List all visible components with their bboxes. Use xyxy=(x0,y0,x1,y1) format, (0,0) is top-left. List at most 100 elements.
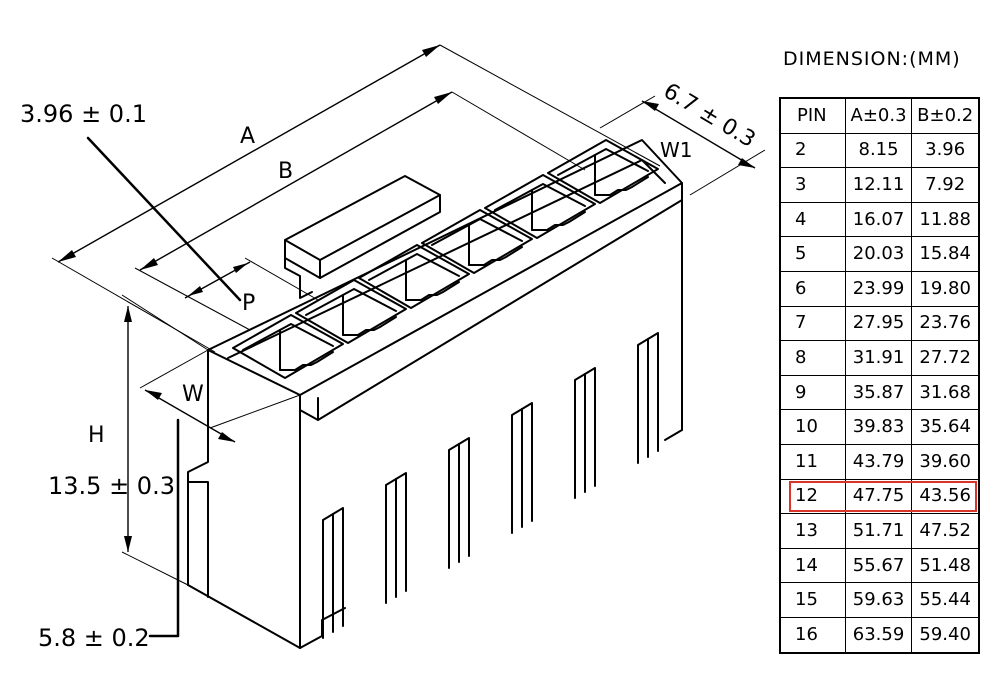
cell-pin: 8 xyxy=(779,340,846,376)
header-b: B±0.2 xyxy=(911,97,980,134)
cell-a: 59.63 xyxy=(844,582,913,618)
front-slot xyxy=(574,367,596,499)
cell-pin: 9 xyxy=(779,374,846,411)
label-height-tol: 13.5 ± 0.3 xyxy=(48,472,175,500)
label-w1: W1 xyxy=(660,138,693,162)
pin-cavity xyxy=(421,209,533,274)
cell-pin: 4 xyxy=(779,201,846,238)
dimension-p xyxy=(184,257,319,301)
cell-b: 7.92 xyxy=(911,167,980,203)
cell-b: 39.60 xyxy=(911,443,980,480)
cell-a: 39.83 xyxy=(844,409,913,445)
cell-a: 23.99 xyxy=(844,270,913,307)
cell-a: 31.91 xyxy=(844,340,913,376)
front-slots xyxy=(322,332,659,639)
cell-b: 15.84 xyxy=(911,236,980,272)
cell-pin: 15 xyxy=(779,582,846,618)
pin-cavity xyxy=(232,314,344,379)
front-slot xyxy=(637,332,659,464)
dimension-w1 xyxy=(599,95,766,196)
cell-a: 43.79 xyxy=(844,443,913,480)
cell-b: 51.48 xyxy=(911,547,980,584)
cell-b: 47.52 xyxy=(911,513,980,549)
cell-a: 20.03 xyxy=(844,236,913,272)
cell-pin: 5 xyxy=(779,236,846,272)
cell-a: 35.87 xyxy=(844,374,913,411)
cell-b: 55.44 xyxy=(911,582,980,618)
pitch-leader xyxy=(86,136,242,302)
cell-a: 55.67 xyxy=(844,547,913,584)
cell-b: 23.76 xyxy=(911,305,980,342)
housing-outline xyxy=(187,139,683,649)
dimension-b xyxy=(134,91,586,331)
cell-pin: 14 xyxy=(779,547,846,584)
cell-a: 12.11 xyxy=(844,167,913,203)
cell-pin: 6 xyxy=(779,270,846,307)
label-b: B xyxy=(278,159,293,184)
cell-pin: 11 xyxy=(779,443,846,480)
cell-b: 19.80 xyxy=(911,270,980,307)
cell-a: 8.15 xyxy=(844,132,913,169)
cell-b: 27.72 xyxy=(911,340,980,376)
cell-b: 35.64 xyxy=(911,409,980,445)
front-slot xyxy=(385,472,407,604)
cell-b: 43.56 xyxy=(911,478,980,515)
cell-a: 47.75 xyxy=(844,478,913,515)
label-h: H xyxy=(88,423,105,448)
dimension-title: DIMENSION:(MM) xyxy=(783,48,961,70)
cell-b: 3.96 xyxy=(911,132,980,169)
pin-cavities xyxy=(232,139,659,379)
cell-pin: 7 xyxy=(779,305,846,342)
base-leader xyxy=(148,418,180,638)
cell-pin: 2 xyxy=(779,132,846,169)
cell-a: 51.71 xyxy=(844,513,913,549)
cell-b: 31.68 xyxy=(911,374,980,411)
cell-b: 11.88 xyxy=(911,201,980,238)
label-base-tol: 5.8 ± 0.2 xyxy=(38,624,150,652)
label-a: A xyxy=(240,124,255,149)
cell-pin: 12 xyxy=(779,478,846,515)
header-a: A±0.3 xyxy=(844,97,913,134)
label-pitch-tol: 3.96 ± 0.1 xyxy=(20,100,147,128)
front-slot xyxy=(448,437,470,569)
latch-ramp xyxy=(284,175,441,299)
dimension-a xyxy=(51,44,661,353)
cell-pin: 13 xyxy=(779,513,846,549)
dimension-w xyxy=(139,349,301,443)
pin-cavity xyxy=(547,139,659,204)
pin-cavity xyxy=(484,174,596,239)
header-pin: PIN xyxy=(779,97,846,134)
cell-pin: 3 xyxy=(779,167,846,203)
front-slot xyxy=(511,402,533,534)
cell-a: 27.95 xyxy=(844,305,913,342)
cell-b: 59.40 xyxy=(911,616,980,654)
cell-a: 16.07 xyxy=(844,201,913,238)
cell-a: 63.59 xyxy=(844,616,913,654)
pin-cavity xyxy=(295,279,407,344)
cell-pin: 16 xyxy=(779,616,846,654)
front-slot xyxy=(322,507,344,639)
cell-pin: 10 xyxy=(779,409,846,445)
pin-cavity xyxy=(358,244,470,309)
dimension-h xyxy=(121,294,209,586)
table-header-row: PIN A±0.3 B±0.2 xyxy=(779,97,980,134)
label-p: P xyxy=(242,291,255,316)
label-w: W xyxy=(182,382,204,407)
